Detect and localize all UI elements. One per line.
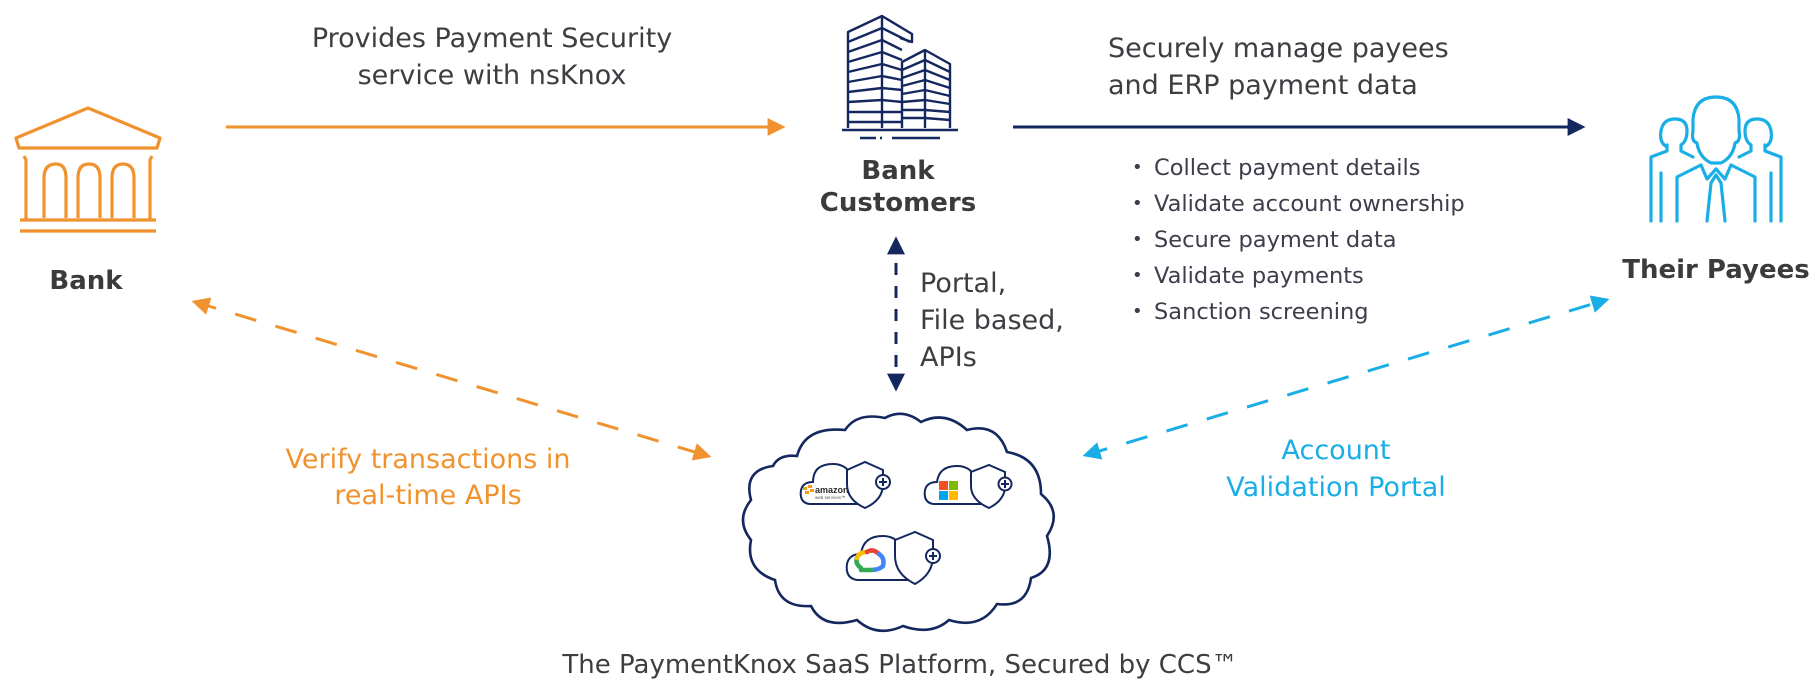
customers-to-payees-label-line1: Securely manage payees [1108, 33, 1449, 64]
microsoft-provider [923, 460, 1019, 516]
payees-platform-label: Account Validation Portal [1226, 432, 1445, 506]
customers-platform-label: Portal, File based, APIs [920, 265, 1064, 376]
arrow-payees-platform [1082, 295, 1610, 460]
payees-node [1645, 95, 1787, 225]
bank-customers-label-line1: Bank [861, 156, 935, 186]
services-bullet-list: Collect payment details Validate account… [1130, 150, 1465, 330]
aws-cloud-shield-icon: amazon web services™ [799, 460, 891, 510]
microsoft-cloud-shield-icon [923, 463, 1013, 510]
customers-to-payees-label: Securely manage payees and ERP payment d… [1108, 30, 1449, 104]
bank-to-customers-label-line1: Provides Payment Security [311, 23, 673, 54]
bullet-item: Validate account ownership [1130, 186, 1465, 222]
bullet-item: Validate payments [1130, 258, 1465, 294]
channel-apis: APIs [920, 342, 977, 373]
bank-platform-label-line2: real-time APIs [334, 480, 522, 511]
aws-logo-text: amazon [815, 485, 849, 495]
bank-label: Bank [49, 266, 123, 296]
platform-node: amazon web services™ [735, 408, 1065, 634]
bullet-item: Secure payment data [1130, 222, 1465, 258]
bank-customers-node [840, 12, 960, 140]
channel-portal: Portal, [920, 268, 1007, 299]
bank-node [12, 98, 162, 233]
bank-to-customers-label: Provides Payment Security service with n… [312, 20, 672, 94]
aws-provider: amazon web services™ [799, 456, 895, 512]
payees-platform-label-line2: Validation Portal [1226, 472, 1446, 503]
google-cloud-logo-icon [854, 548, 886, 573]
payees-platform-label-line1: Account [1281, 435, 1391, 466]
bank-customers-label-line2: Customers [819, 188, 977, 218]
channel-file-based: File based, [920, 305, 1064, 336]
google-provider [845, 526, 945, 588]
payees-label: Their Payees [1622, 255, 1810, 285]
people-group-icon [1649, 95, 1783, 223]
cloud-icon [741, 412, 1055, 633]
google-cloud-shield-icon [845, 530, 941, 586]
bullet-item: Collect payment details [1130, 150, 1465, 186]
microsoft-logo-icon [939, 481, 958, 500]
platform-caption: The PaymentKnox SaaS Platform, Secured b… [562, 650, 1238, 680]
office-buildings-icon [842, 14, 958, 140]
bullet-item: Sanction screening [1130, 294, 1465, 330]
bank-to-customers-label-line2: service with nsKnox [357, 60, 627, 91]
bank-platform-label-line1: Verify transactions in [285, 444, 571, 475]
customers-to-payees-label-line2: and ERP payment data [1108, 70, 1418, 101]
aws-logo-subtext: web services™ [815, 495, 846, 500]
bank-building-icon [14, 106, 162, 233]
arrow-bank-platform [191, 297, 712, 461]
aws-logo-icon: amazon web services™ [803, 485, 849, 500]
bank-platform-label: Verify transactions in real-time APIs [286, 442, 571, 514]
